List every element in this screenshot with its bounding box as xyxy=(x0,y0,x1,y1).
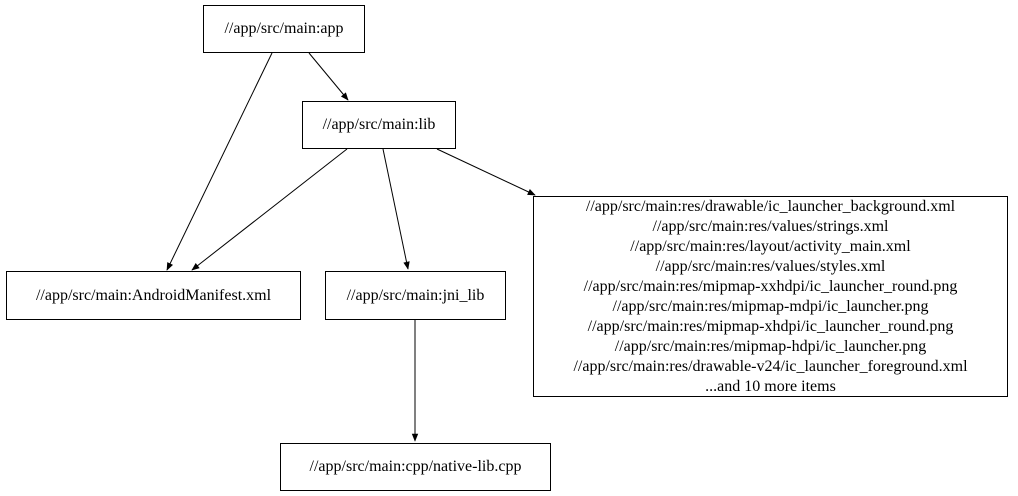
res-file-line: //app/src/main:res/mipmap-xhdpi/ic_launc… xyxy=(587,317,954,335)
edge-lib-to-res-group xyxy=(436,148,536,196)
node-jni-lib-label: //app/src/main:jni_lib xyxy=(346,286,485,304)
res-file-line: //app/src/main:res/values/styles.xml xyxy=(655,257,886,275)
res-file-line: //app/src/main:res/drawable-v24/ic_launc… xyxy=(573,357,968,375)
res-more-items-line: ...and 10 more items xyxy=(705,377,836,395)
node-native-lib-cpp: //app/src/main:cpp/native-lib.cpp xyxy=(280,443,551,491)
edge-app-to-manifest xyxy=(166,52,273,271)
res-file-line: //app/src/main:res/layout/activity_main.… xyxy=(630,237,911,255)
edge-app-to-lib xyxy=(308,52,349,101)
node-app: //app/src/main:app xyxy=(203,5,365,53)
node-lib: //app/src/main:lib xyxy=(302,101,456,149)
node-android-manifest: //app/src/main:AndroidManifest.xml xyxy=(6,271,301,320)
res-file-line: //app/src/main:res/mipmap-hdpi/ic_launch… xyxy=(614,337,927,355)
node-jni-lib: //app/src/main:jni_lib xyxy=(325,271,506,320)
res-file-line: //app/src/main:res/mipmap-xxhdpi/ic_laun… xyxy=(583,277,958,295)
edge-lib-to-manifest xyxy=(191,148,348,271)
node-res-file-group: //app/src/main:res/drawable/ic_launcher_… xyxy=(533,196,1008,397)
edge-lib-to-jni-lib xyxy=(382,148,410,270)
res-file-line: //app/src/main:res/drawable/ic_launcher_… xyxy=(585,197,956,215)
res-file-line: //app/src/main:res/mipmap-mdpi/ic_launch… xyxy=(612,297,929,315)
node-native-lib-cpp-label: //app/src/main:cpp/native-lib.cpp xyxy=(309,458,522,475)
node-android-manifest-label: //app/src/main:AndroidManifest.xml xyxy=(35,286,272,304)
node-app-label: //app/src/main:app xyxy=(224,20,344,37)
res-file-line: //app/src/main:res/values/strings.xml xyxy=(652,217,889,235)
node-lib-label: //app/src/main:lib xyxy=(322,116,436,133)
